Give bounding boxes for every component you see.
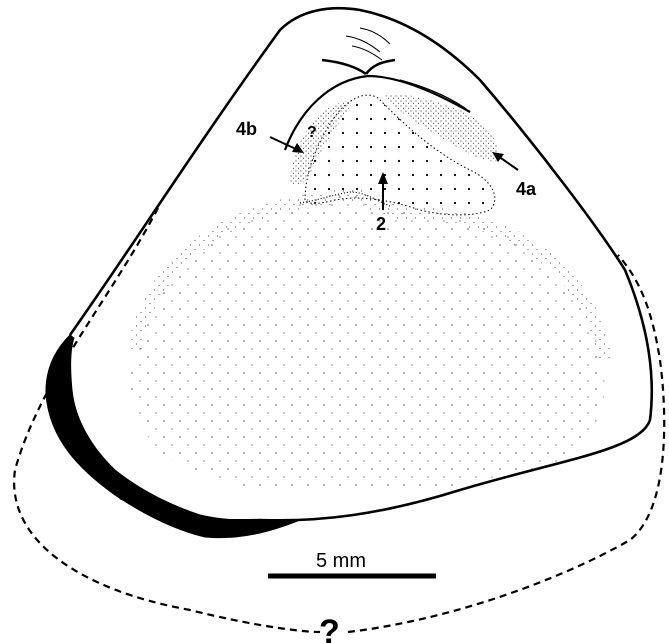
label-4b: 4b [236,119,257,139]
label-4a: 4a [516,179,537,199]
umbo-left-curve [322,60,366,74]
umbo-right-curve [366,60,395,74]
label-2: 2 [376,214,386,234]
umbo-growth-line-2 [352,46,382,60]
label-question-small: ? [307,124,317,141]
label-question-big: ? [319,613,340,643]
arrow-4b [270,137,304,153]
scale-bar-label: 5 mm [316,550,366,572]
